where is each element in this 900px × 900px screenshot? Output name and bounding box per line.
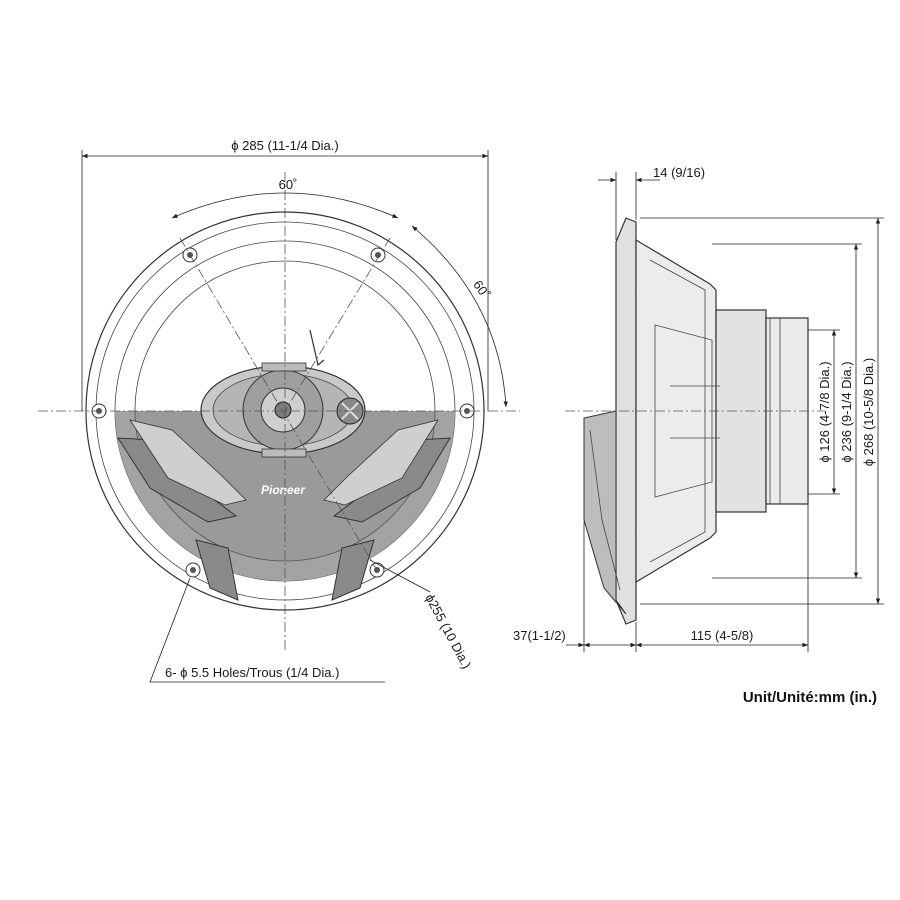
- angle-arc-top: [171, 192, 399, 219]
- front-protrusion-label: 37(1-1/2): [513, 628, 566, 643]
- mounting-hole: [185, 562, 201, 578]
- angle-arc-side: [411, 225, 508, 408]
- front-view: Pioneer ϕ 285 (11-1/4 Dia.) 60˚ 60˚ ϕ255…: [38, 138, 520, 683]
- brand-logo: Pioneer: [261, 483, 306, 497]
- terminal-lead: [309, 329, 325, 367]
- holes-leader-line: [149, 577, 385, 683]
- magnet-diameter-label: ϕ 126 (4-7/8 Dia.): [817, 361, 832, 462]
- flange-thickness-label: 14 (9/16): [653, 165, 705, 180]
- grille-edge: [589, 429, 621, 591]
- hole-angle-line: [284, 237, 391, 412]
- side-view: 14 (9/16) ϕ 126 (4-7/8 Dia.) ϕ 236 (9-1/…: [513, 165, 884, 652]
- cutout-diameter-label: ϕ255 (10 Dia.): [422, 591, 474, 671]
- flange-diameter-label: ϕ 268 (10-5/8 Dia.): [861, 358, 876, 466]
- cone-profile: [654, 324, 713, 498]
- frame-diameter-label: ϕ 236 (9-1/4 Dia.): [839, 361, 854, 462]
- mounting-depth-label: 115 (4-5/8): [691, 628, 754, 643]
- unit-label: Unit/Unité:mm (in.): [743, 689, 877, 706]
- hole-angle-line: [179, 237, 379, 573]
- tweeter-dome: [274, 401, 292, 419]
- tweeter-bridge-bottom: [261, 448, 307, 458]
- mounting-holes-label: 6- ϕ 5.5 Holes/Trous (1/4 Dia.): [165, 665, 339, 680]
- cutout-leader-line: [369, 559, 431, 593]
- grille-bars: [117, 419, 451, 601]
- angle-top-label: 60˚: [279, 177, 298, 192]
- tweeter-bridge-top: [261, 362, 307, 372]
- outer-diameter-label: ϕ 285 (11-1/4 Dia.): [231, 138, 338, 153]
- flange: [615, 217, 637, 625]
- mounting-hole: [370, 247, 386, 263]
